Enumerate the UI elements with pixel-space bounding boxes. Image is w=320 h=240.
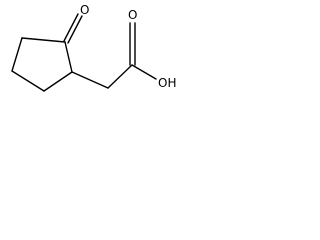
ketone-double-bond-b [67,15,83,44]
ketone-oxygen-label: O [80,3,89,17]
molecule-diagram: O O OH [11,3,176,92]
acid-carbon-bond [107,64,133,89]
ring-bond-c5-c1 [21,37,66,43]
ring-bond-c1-c2 [64,41,73,73]
ring-bond-c3-c4 [11,70,45,92]
structure-canvas: O O OH [0,0,190,104]
ring-bond-c4-c5 [11,37,23,72]
ketone-double-bond-a [63,13,79,42]
ring-bond-c2-c3 [43,71,73,92]
acid-hydroxyl-bond [131,64,157,80]
side-chain-bond [71,71,109,89]
hydroxyl-label: OH [158,76,176,90]
carbonyl-oxygen-label: O [128,8,137,22]
